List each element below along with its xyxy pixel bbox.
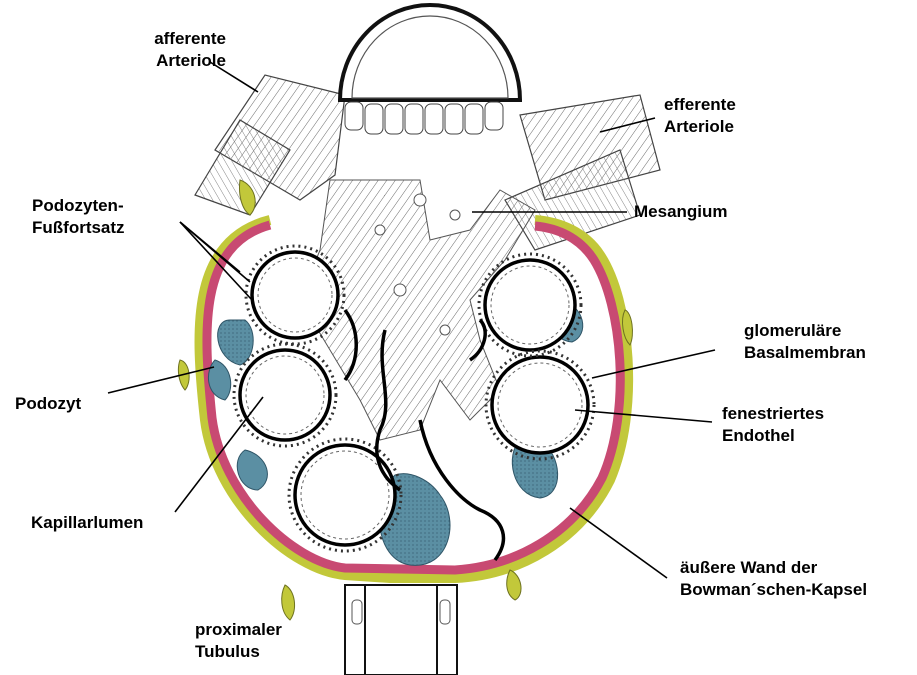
label-afferente-line1: afferente — [96, 28, 226, 50]
efferent-arteriole — [505, 95, 660, 250]
label-tubulus-line2: Tubulus — [195, 641, 282, 663]
leader-endothel — [575, 410, 712, 422]
label-proximaler-tubulus: proximaler Tubulus — [195, 619, 282, 663]
label-endothel-line1: fenestriertes — [722, 403, 824, 425]
label-efferente-line1: efferente — [664, 94, 736, 116]
label-efferente-arteriole: efferente Arteriole — [664, 94, 736, 138]
label-afferente-line2: Arteriole — [96, 50, 226, 72]
label-basalmembran-line2: Basalmembran — [744, 342, 866, 364]
capillary-loop-bottom — [295, 445, 395, 545]
label-tubulus-line1: proximaler — [195, 619, 282, 641]
label-bowman-line2: Bowman´schen-Kapsel — [680, 579, 867, 601]
proximal-tubulus — [345, 585, 457, 675]
capillary-loop-right — [492, 357, 588, 453]
label-bowman-kapsel: äußere Wand der Bowman´schen-Kapsel — [680, 557, 867, 601]
label-efferente-line2: Arteriole — [664, 116, 736, 138]
leader-bowman — [570, 508, 667, 578]
label-podozyt-line1: Podozyt — [15, 393, 81, 415]
label-mesangium: Mesangium — [634, 201, 728, 223]
label-kapillarlumen-line1: Kapillarlumen — [31, 512, 143, 534]
label-kapillarlumen: Kapillarlumen — [31, 512, 143, 534]
label-podozyten-line1: Podozyten- — [32, 195, 125, 217]
label-basalmembran-line1: glomeruläre — [744, 320, 866, 342]
label-fenestriertes-endothel: fenestriertes Endothel — [722, 403, 824, 447]
capillary-loop-left — [240, 350, 330, 440]
label-bowman-line1: äußere Wand der — [680, 557, 867, 579]
label-endothel-line2: Endothel — [722, 425, 824, 447]
capillary-loop-upper-right — [485, 260, 575, 350]
label-podozyten-line2: Fußfortsatz — [32, 217, 125, 239]
label-glomerulaere-basalmembran: glomeruläre Basalmembran — [744, 320, 866, 364]
capillary-loop-upper-left — [252, 252, 338, 338]
label-afferente-arteriole: afferente Arteriole — [96, 28, 226, 72]
leader-basalmembran — [592, 350, 715, 378]
top-vessel — [340, 5, 520, 134]
afferent-arteriole — [195, 75, 345, 215]
label-podozyt: Podozyt — [15, 393, 81, 415]
label-podozyten-fussfortsatz: Podozyten- Fußfortsatz — [32, 195, 125, 239]
label-mesangium-line1: Mesangium — [634, 201, 728, 223]
